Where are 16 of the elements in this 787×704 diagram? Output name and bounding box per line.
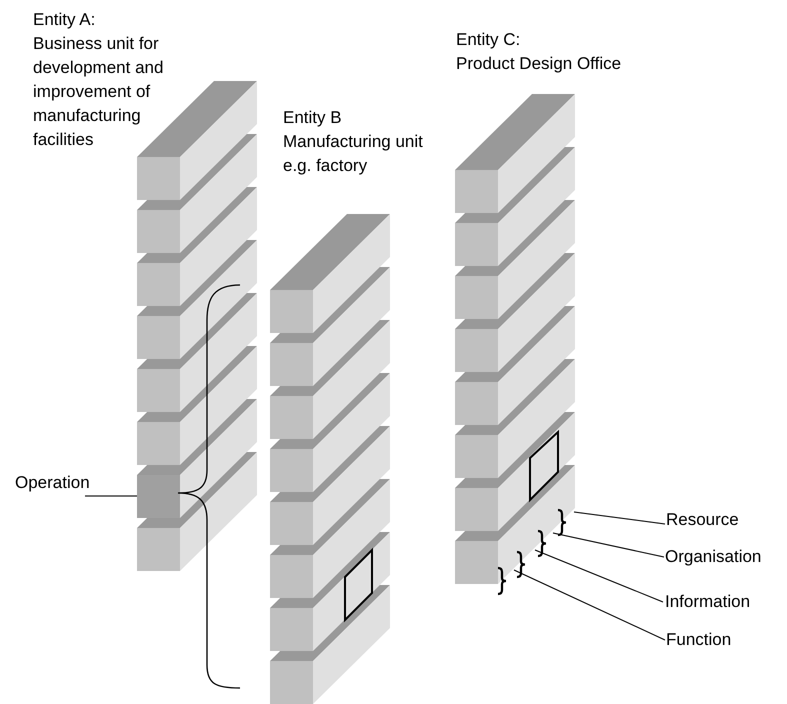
entity-heading: Entity C: <box>456 29 522 51</box>
callout-label: Organisation <box>665 545 762 569</box>
leader-line <box>534 550 664 602</box>
entity-heading: Entity A: <box>33 9 96 31</box>
entity-description: Business unit for development and improvement of manufacturing facilities <box>33 33 164 151</box>
operation-block <box>137 475 180 518</box>
leader-line <box>574 512 666 524</box>
entity-description: Manufacturing unit e.g. factory <box>283 131 423 177</box>
entity-description: Product Design Office <box>456 53 622 75</box>
entity-heading: Entity B <box>283 107 343 129</box>
callout-label: Resource <box>666 508 739 532</box>
leader-line <box>552 532 664 558</box>
leader-line <box>514 570 666 640</box>
callout-label: Operation <box>15 470 90 496</box>
callout-label: Function <box>666 628 732 652</box>
callout-label: Information <box>665 590 750 614</box>
